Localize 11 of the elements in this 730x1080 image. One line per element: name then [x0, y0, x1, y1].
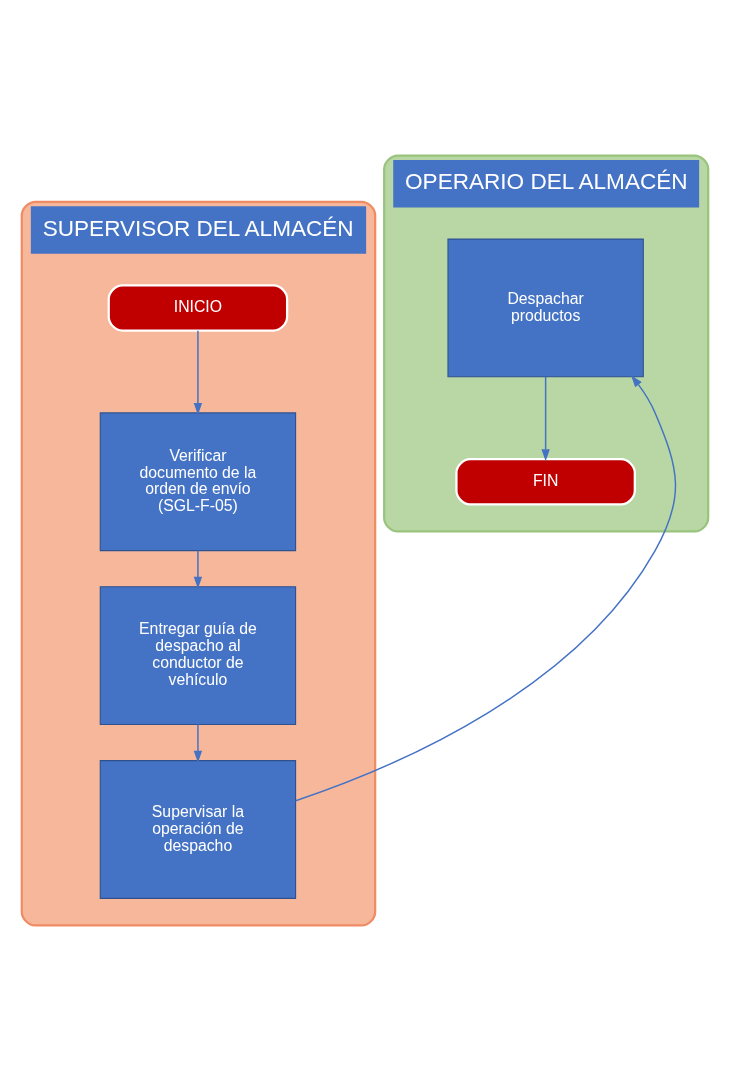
node-box: Supervisar la operación de despacho — [99, 759, 297, 899]
arrow — [295, 374, 677, 801]
arrow — [193, 723, 203, 763]
arrow — [193, 329, 203, 415]
node-box: Entregar guía de despacho al conductor de vehículo — [99, 585, 297, 725]
node-box: INICIO — [107, 283, 289, 332]
arrow — [541, 375, 550, 461]
arrow — [193, 549, 203, 589]
node-box: Despachar productos — [447, 238, 644, 377]
node-box: FIN — [455, 457, 636, 505]
node-box: Verificar documento de la orden de envío (SGL-F-05) — [99, 411, 297, 551]
